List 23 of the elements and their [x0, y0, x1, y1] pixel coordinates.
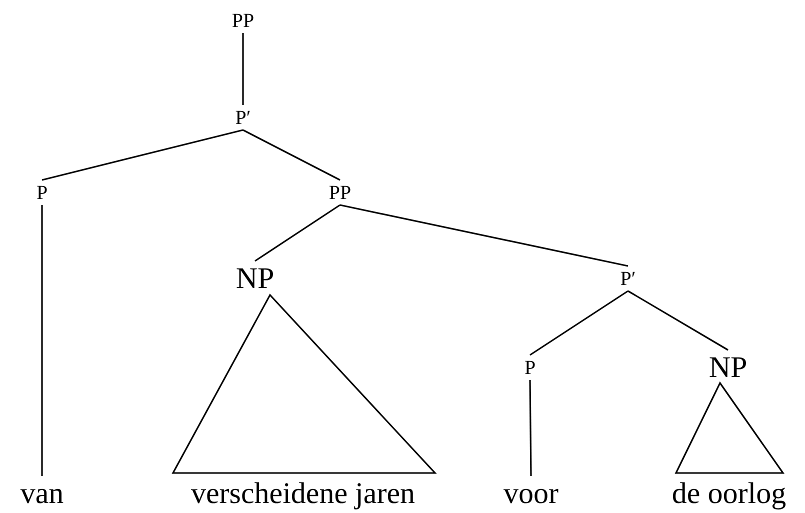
tree-branch: [529, 380, 532, 476]
word-label: de oorlog: [672, 479, 786, 509]
tree-branch: [628, 290, 728, 351]
category-label: PP: [232, 11, 254, 31]
triangle: [676, 383, 783, 473]
tree-branch: [42, 129, 244, 181]
tree-branch: [41, 205, 43, 476]
word-label: voor: [504, 479, 558, 509]
word-label: verscheidene jaren: [190, 479, 416, 509]
category-label: P: [524, 358, 536, 378]
tree-branch: [340, 204, 628, 267]
category-label: PP: [328, 183, 352, 203]
tree-branch: [242, 129, 340, 181]
tree-branch: [242, 33, 244, 105]
word-label: NP: [708, 353, 748, 383]
triangle: [173, 295, 435, 473]
category-label: P′: [235, 108, 251, 128]
tree-branch: [530, 290, 628, 356]
word-label: NP: [236, 264, 274, 294]
word-label: van: [20, 479, 64, 509]
category-label: P: [36, 183, 48, 203]
category-label: P′: [620, 269, 636, 289]
tree-branch: [254, 204, 340, 262]
